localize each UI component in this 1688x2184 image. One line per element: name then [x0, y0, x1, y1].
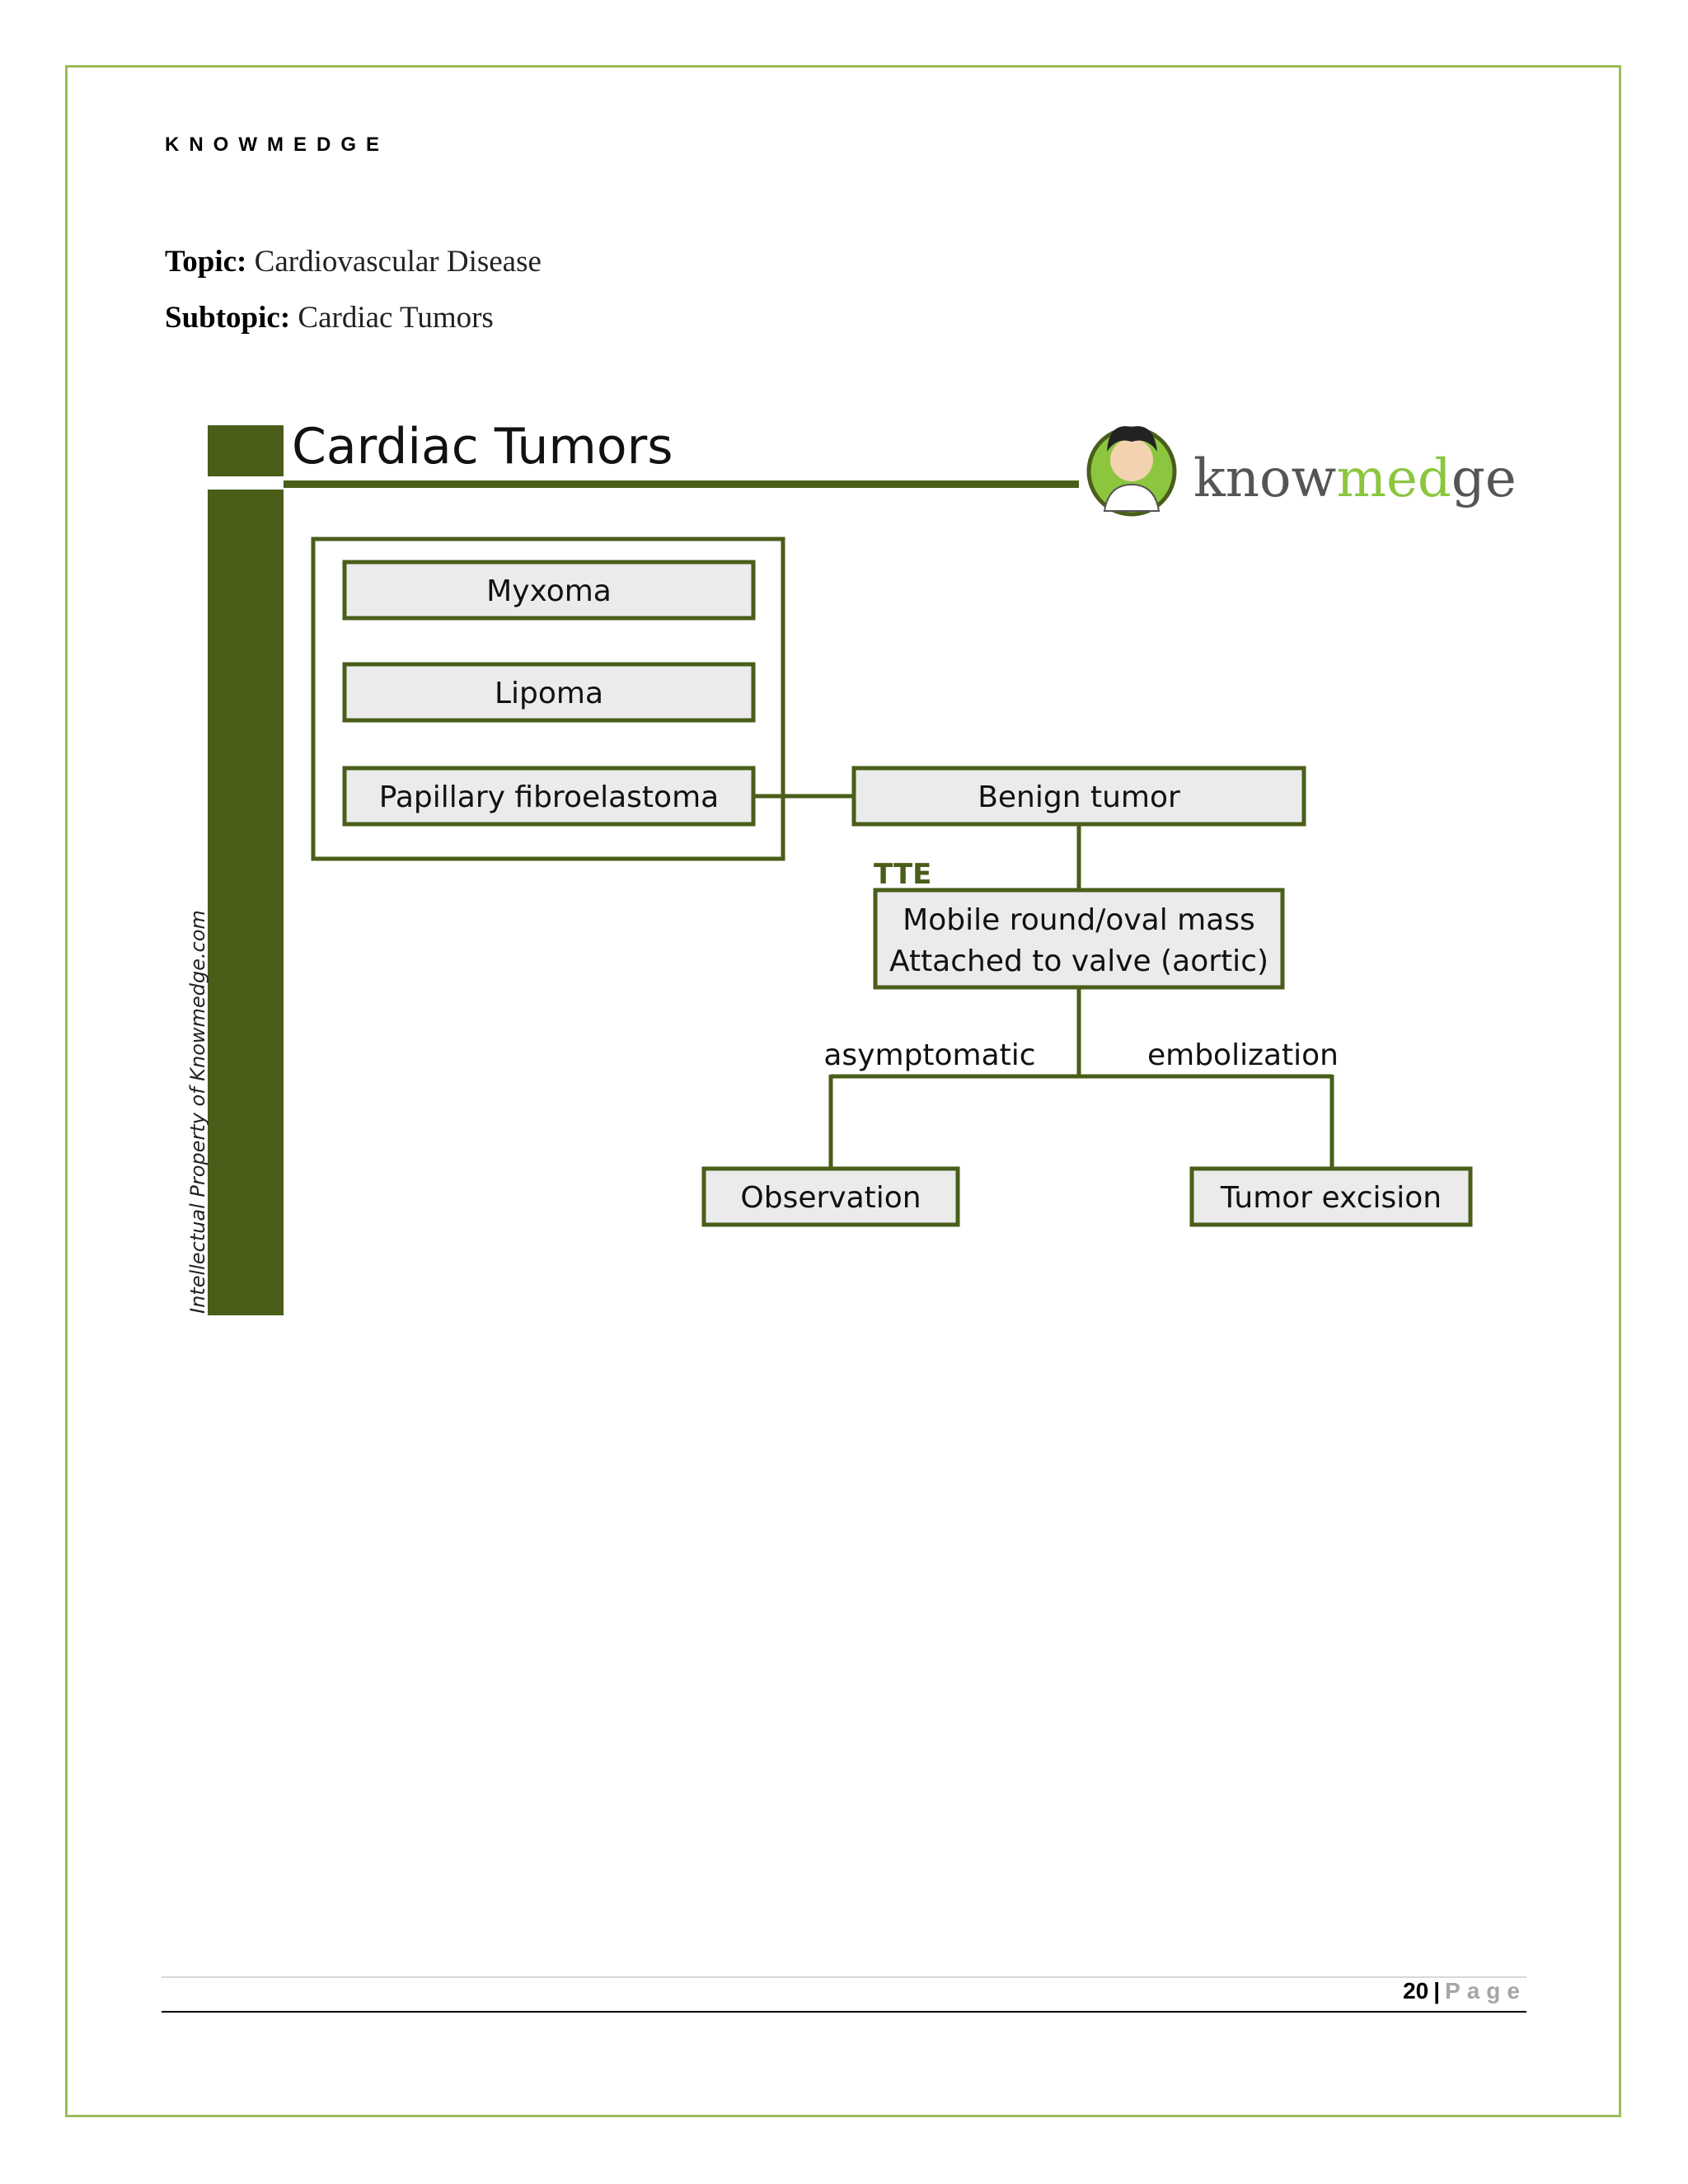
branch-right-label: embolization [1147, 1038, 1339, 1072]
left-bar-top [208, 425, 284, 476]
type-label-papillary: Papillary fibroelastoma [379, 780, 719, 814]
page-border [65, 65, 1621, 2117]
type-box-papillary: Papillary fibroelastoma [342, 766, 756, 827]
subtopic-value: Cardiac Tumors [298, 301, 494, 335]
footer-divider [162, 2011, 1526, 2013]
finding-line-1: Mobile round/oval mass [903, 903, 1255, 937]
logo-text: knowmedge [1193, 448, 1517, 509]
outcome-box-observation: Observation [701, 1166, 960, 1227]
page-word: Page [1445, 1978, 1526, 2004]
logo-text-ge: ge [1451, 448, 1517, 509]
logo-face-icon [1110, 438, 1153, 481]
page-separator: | [1433, 1978, 1441, 2004]
diagram-title: Cardiac Tumors [292, 418, 673, 476]
type-label-myxoma: Myxoma [486, 574, 612, 608]
benign-box: Benign tumor [851, 766, 1306, 827]
subtopic-line: Subtopic: Cardiac Tumors [165, 300, 494, 335]
page-number: 20 [1403, 1978, 1429, 2004]
title-underline [284, 480, 1079, 488]
topic-label: Topic: [165, 245, 247, 279]
outcome-box-excision: Tumor excision [1189, 1166, 1473, 1227]
topic-line: Topic: Cardiovascular Disease [165, 244, 542, 279]
logo-coat-icon [1103, 483, 1160, 512]
type-box-lipoma: Lipoma [342, 662, 756, 723]
knowmedge-logo: knowmedge [1086, 426, 1517, 517]
finding-box: Mobile round/oval mass Attached to valve… [873, 888, 1285, 990]
logo-hair-icon [1107, 426, 1157, 452]
watermark-text: Intellectual Property of Knowmedge.com [186, 910, 209, 1314]
footer-divider-light [162, 1976, 1526, 1978]
tte-label: TTE [874, 858, 931, 891]
topic-value: Cardiovascular Disease [254, 245, 542, 279]
finding-line-2: Attached to valve (aortic) [889, 944, 1268, 978]
benign-label: Benign tumor [978, 780, 1180, 814]
subtopic-label: Subtopic: [165, 301, 291, 335]
logo-text-know: know [1193, 448, 1336, 509]
branch-left-label: asymptomatic [823, 1038, 1035, 1072]
outcome-label-observation: Observation [740, 1181, 921, 1215]
left-bar [208, 490, 284, 1315]
footer-page-number: 20|Page [1403, 1978, 1526, 2004]
type-label-lipoma: Lipoma [495, 677, 603, 710]
type-box-myxoma: Myxoma [342, 560, 756, 621]
outcome-label-excision: Tumor excision [1220, 1181, 1442, 1215]
header-brand: KNOWMEDGE [165, 134, 389, 156]
logo-text-med: med [1336, 448, 1451, 509]
